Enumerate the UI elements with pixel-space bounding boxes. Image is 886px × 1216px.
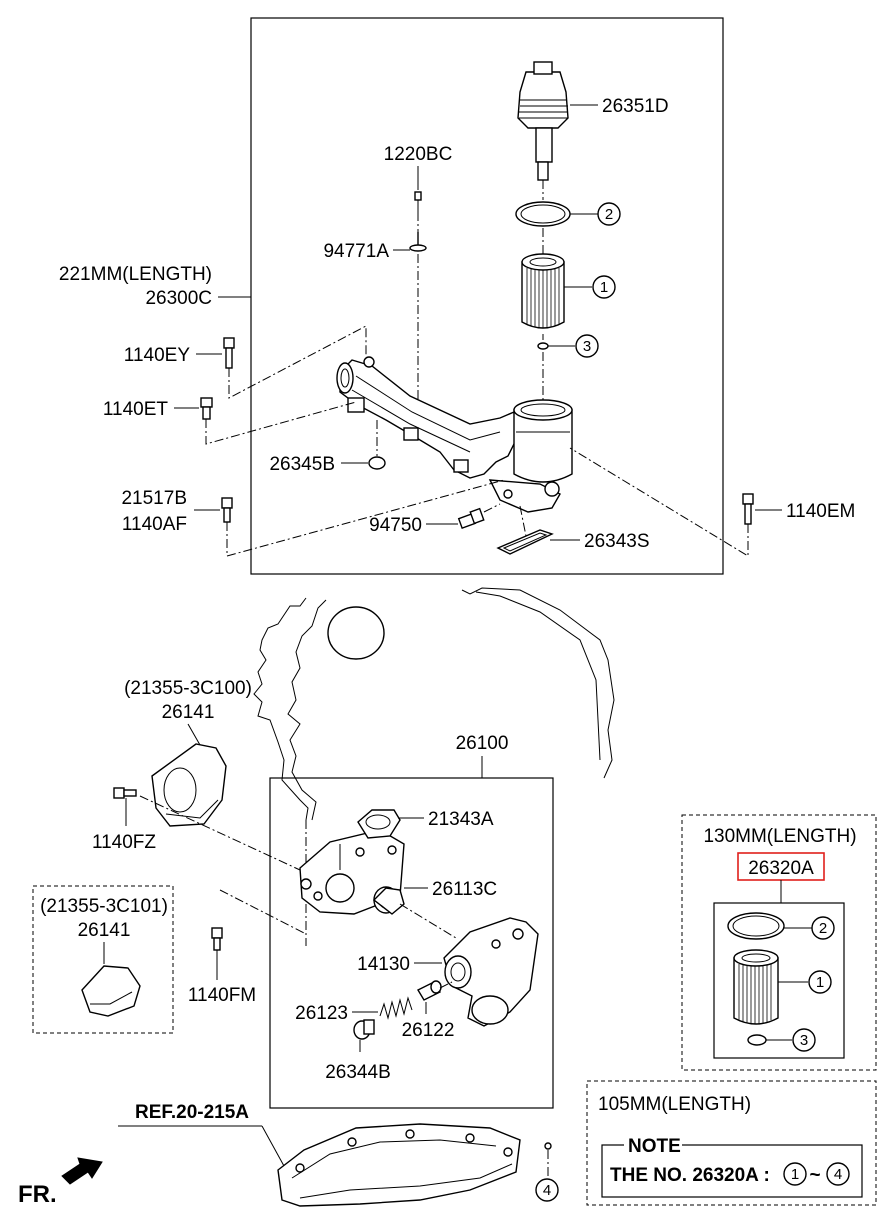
label-26343S: 26343S [584,531,650,552]
callout-circle [783,1162,807,1186]
front-arrow-icon [61,1157,103,1185]
front-label: FR. [18,1181,57,1208]
label-14130: 14130 [357,954,410,975]
label-26351D: 26351D [602,96,669,117]
note-outer-frame [586,1080,877,1206]
cover-b-ref: (21355-3C101) [40,896,168,917]
oil-pan-ref: REF.20-215A [135,1102,249,1123]
note-prefix: THE NO. 26320A : [610,1165,770,1186]
bolt-1140FM [211,927,223,951]
upper-assembly-number: 26300C [145,288,212,309]
cover-a-ref: (21355-3C100) [124,678,252,699]
spring-26123 [379,996,413,1020]
callout-3-upper: 3 [583,338,591,355]
cover-b-frame [32,885,174,1034]
cover-a: (21355-3C100) 26141 1140FZ [92,678,301,871]
plug-26345B [368,456,386,470]
callout-circle [535,1178,559,1202]
filter-kit-inner-frame [713,902,845,1059]
housing-14130 [443,917,539,1027]
callout-4-pan: 4 [543,1182,551,1199]
label-1140EY: 1140EY [124,345,191,366]
front-direction: FR. [18,1157,103,1208]
bolt-1140EY [223,337,235,369]
label-1140ET: 1140ET [103,399,169,420]
callout-circle [808,970,832,994]
drain-washer [544,1142,552,1150]
note-range-separator: ~ [809,1165,820,1186]
kit-callout-3: 3 [800,1032,808,1049]
label-26113C: 26113C [432,879,497,900]
label-1140FM: 1140FM [188,985,256,1006]
kit-callout-2: 2 [819,920,827,937]
bolt-1140ET [200,397,213,420]
filter-kit-frame [681,814,877,1071]
filter-kit: 130MM(LENGTH) 26320A 2 1 3 [681,814,877,1071]
filter-cap [517,61,569,181]
label-26344B: 26344B [325,1062,391,1083]
oring-small [537,342,549,350]
kit-oring-large [727,912,785,940]
washer-94771A [409,232,427,252]
label-94750: 94750 [369,515,422,536]
oil-pan: REF.20-215A 4 [118,1102,559,1207]
plug-26344B [353,1019,375,1040]
callout-1-upper: 1 [600,279,608,296]
label-1140AF: 1140AF [122,514,187,535]
bolt-1140EM [742,493,754,525]
note-length: 105MM(LENGTH) [598,1094,751,1115]
cover-b-part: 26141 [78,920,131,941]
callout-circle [597,202,621,226]
upper-module-frame [250,17,724,575]
upper-length-note: 221MM(LENGTH) [59,264,212,285]
filter-housing [336,356,573,513]
kit-callout-1: 1 [816,974,824,991]
label-26123: 26123 [295,1003,348,1024]
engine-block-outline [253,587,615,821]
callout-circle [592,275,616,299]
kit-filter-element [733,949,779,1025]
oil-pump-group: 26100 21343A 26113C 14130 261 [269,733,554,1109]
note-box [601,1144,863,1198]
callout-circle [811,916,835,940]
callout-2-upper: 2 [605,206,613,223]
callout-circle [575,334,599,358]
label-1140EM: 1140EM [786,501,855,522]
bolt-1220BC [414,191,422,212]
label-21517B: 21517B [121,488,187,509]
sensor-94750 [457,507,485,529]
gasket-26343S [496,529,554,555]
strainer-21343A [357,809,401,839]
bolt-1140FZ [113,787,137,799]
kit-oring-small [747,1034,767,1046]
label-26122: 26122 [402,1020,455,1041]
filter-kit-part-number: 26320A [748,858,814,879]
label-1220BC: 1220BC [384,144,453,165]
oil-pump-assembly-number: 26100 [456,733,509,754]
oil-pump-frame [269,777,554,1109]
callout-circle [826,1162,850,1186]
label-26345B: 26345B [269,454,335,475]
label-94771A: 94771A [323,241,389,262]
cover-b: (21355-3C101) 26141 1140FM [32,885,307,1034]
note-range-end: 4 [834,1166,842,1183]
filter-kit-length-note: 130MM(LENGTH) [703,826,856,847]
upper-module: 221MM(LENGTH) 26300C 26351D 2 [59,17,855,575]
oring-large [515,201,571,227]
note-title: NOTE [628,1136,681,1157]
note-range-start: 1 [791,1166,799,1183]
callout-circle [792,1028,816,1052]
label-1140FZ: 1140FZ [92,832,156,853]
bolt-21517B [221,497,233,523]
note-group: 105MM(LENGTH) NOTE THE NO. 26320A : 1 ~ … [586,1080,877,1206]
filter-element [521,253,565,329]
cover-a-part: 26141 [162,702,215,723]
label-21343A: 21343A [428,809,494,830]
